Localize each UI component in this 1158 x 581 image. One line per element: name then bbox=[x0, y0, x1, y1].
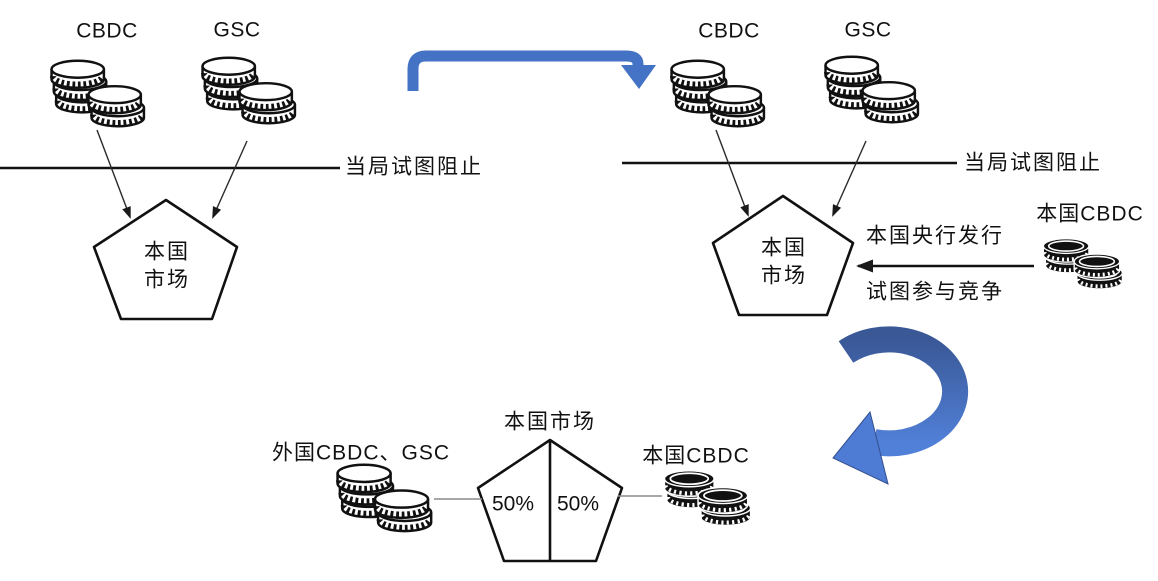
pentagon-market-response bbox=[711, 194, 855, 317]
black-coin-stack-domestic-outcome-icon bbox=[664, 471, 750, 526]
label-cbdc-response: CBDC bbox=[698, 19, 760, 43]
label-issuance: 本国央行发行 bbox=[866, 224, 1004, 248]
label-gsc-initial: GSC bbox=[213, 18, 261, 42]
label-domestic-cbdc-response: 本国CBDC bbox=[1036, 202, 1144, 226]
curved-left-arrow-icon bbox=[832, 326, 969, 485]
black-coin-stack-domestic-cbdc-response-icon bbox=[1043, 239, 1122, 289]
coin-stack-foreign-outcome-icon bbox=[338, 465, 432, 531]
coin-stack-cbdc-initial-icon bbox=[52, 61, 144, 126]
coin-stack-gsc-response-icon bbox=[826, 57, 918, 122]
label-domestic-outcome: 本国CBDC bbox=[642, 444, 750, 468]
label-share-right: 50% bbox=[556, 492, 600, 516]
inflow-arrow-gsc-initial bbox=[212, 140, 248, 219]
elbow-right-arrow-icon bbox=[407, 50, 656, 91]
label-competition: 试图参与竞争 bbox=[866, 280, 1004, 304]
label-market-response: 本国 市场 bbox=[761, 236, 807, 288]
inflow-arrow-cbdc-response bbox=[715, 129, 749, 217]
inflow-arrow-cbdc-initial bbox=[96, 129, 131, 219]
label-market-initial: 本国 市场 bbox=[144, 240, 190, 292]
coin-stack-gsc-initial-icon bbox=[203, 58, 295, 123]
label-share-left: 50% bbox=[491, 492, 535, 516]
label-blocker-response: 当局试图阻止 bbox=[964, 151, 1102, 175]
label-foreign-outcome: 外国CBDC、GSC bbox=[271, 441, 451, 465]
coin-stack-cbdc-response-icon bbox=[672, 61, 764, 126]
label-market-outcome: 本国市场 bbox=[504, 410, 596, 434]
label-gsc-response: GSC bbox=[844, 18, 892, 42]
pentagon-market-initial bbox=[92, 198, 239, 321]
label-blocker-initial: 当局试图阻止 bbox=[345, 155, 483, 179]
inflow-arrow-gsc-response bbox=[832, 140, 867, 217]
label-cbdc-initial: CBDC bbox=[76, 19, 138, 43]
